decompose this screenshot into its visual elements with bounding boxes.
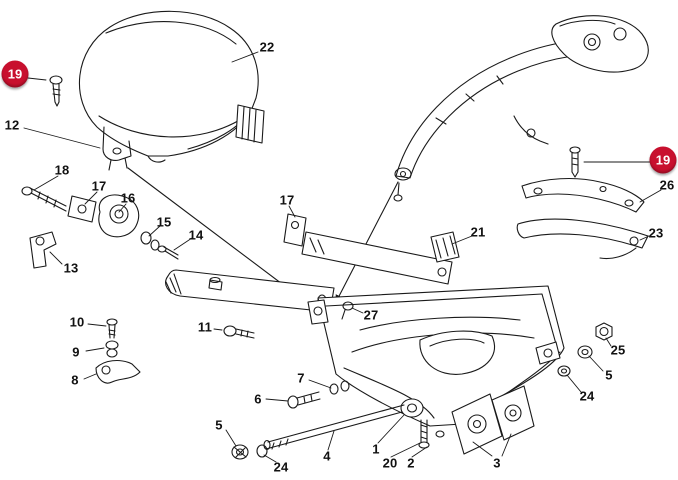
axle-assembly (231, 380, 405, 460)
part-number-label: 27 (363, 307, 379, 323)
part-number-label: 23 (648, 225, 664, 241)
side-plates-part (451, 385, 535, 455)
right-fasteners-cluster (557, 322, 613, 377)
highlighted-callout-badge[interactable]: 19 (649, 146, 677, 174)
part-number-label: 21 (470, 224, 486, 240)
part-number-label: 26 (659, 177, 675, 193)
part-number-label: 17 (91, 178, 107, 194)
part-number-label: 18 (54, 162, 70, 178)
part-number-label: 10 (69, 314, 85, 330)
pivot-assembly (400, 398, 445, 449)
rubber-pad-part (430, 231, 460, 263)
part-number-label: 20 (382, 455, 398, 471)
part-number-label: 8 (71, 372, 79, 388)
highlighted-callout-badge[interactable]: 19 (1, 60, 29, 88)
part-number-label: 14 (188, 227, 204, 243)
swingarm-frame-part (307, 285, 565, 427)
screw-19-left (49, 75, 63, 107)
left-hardware-cluster (21, 186, 179, 269)
part-number-label: 6 (254, 391, 262, 407)
right-bars-cluster (516, 146, 649, 260)
chain-adjuster-cluster (95, 318, 141, 384)
part-number-label: 4 (323, 448, 331, 464)
fender-part (78, 10, 265, 163)
part-number-label: 13 (63, 260, 79, 276)
part-number-label: 25 (610, 342, 626, 358)
part-number-label: 3 (493, 455, 501, 471)
part-number-label: 9 (72, 344, 80, 360)
part-number-label: 2 (407, 455, 415, 471)
part-number-label: 24 (273, 459, 289, 475)
leader-lines (23, 51, 662, 463)
part-number-label: 16 (120, 190, 136, 206)
part-number-label: 11 (197, 319, 213, 335)
part-number-label: 24 (579, 388, 595, 404)
part-number-label: 15 (156, 214, 172, 230)
part-number-label: 5 (215, 417, 223, 433)
part-number-label: 12 (4, 117, 20, 133)
part-number-label: 22 (259, 39, 275, 55)
upper-arm-beam (283, 213, 453, 285)
part-number-label: 5 (605, 367, 613, 383)
chain-guard-part (393, 15, 649, 202)
part-number-label: 17 (279, 192, 295, 208)
fender-bracket-part (102, 126, 132, 171)
part-number-label: 1 (372, 441, 380, 457)
part-number-label: 7 (297, 370, 305, 386)
